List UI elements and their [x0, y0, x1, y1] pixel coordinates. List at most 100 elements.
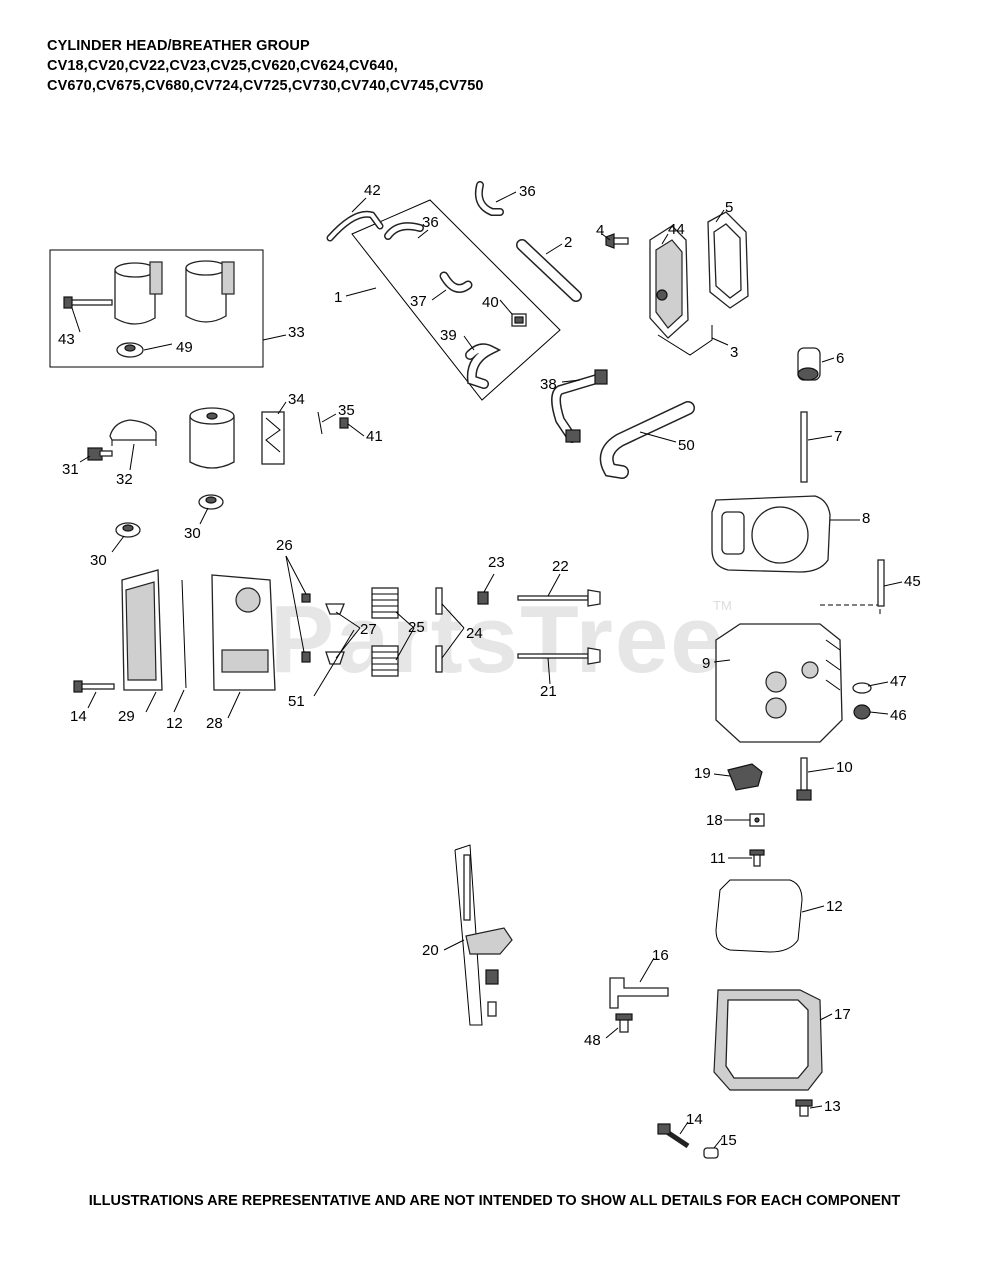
part-2-tube[interactable] [516, 239, 582, 302]
callout-24[interactable]: 24 [466, 625, 483, 642]
callout-14-right[interactable]: 14 [686, 1111, 703, 1128]
part-50-hose[interactable] [599, 401, 695, 479]
part-27-cap-upper[interactable] [325, 603, 345, 615]
callout-35[interactable]: 35 [338, 402, 355, 419]
callout-4[interactable]: 4 [596, 222, 604, 239]
part-14-bolt-right[interactable] [657, 1123, 690, 1149]
callout-49[interactable]: 49 [176, 339, 193, 356]
callout-26[interactable]: 26 [276, 537, 293, 554]
callout-51[interactable]: 51 [288, 693, 305, 710]
callout-10[interactable]: 10 [836, 759, 853, 776]
part-41-clip[interactable] [339, 417, 349, 429]
part-48-screw[interactable] [615, 1013, 633, 1033]
part-22-intake-valve[interactable] [517, 589, 601, 607]
callout-34[interactable]: 34 [288, 391, 305, 408]
callout-30-right[interactable]: 30 [184, 525, 201, 542]
callout-48[interactable]: 48 [584, 1032, 601, 1049]
part-43-screw[interactable] [63, 296, 113, 309]
part-44-breather-cover[interactable] [649, 225, 689, 339]
callout-45[interactable]: 45 [904, 573, 921, 590]
callout-47[interactable]: 47 [890, 673, 907, 690]
part-34-bracket[interactable] [261, 411, 285, 465]
callout-25[interactable]: 25 [408, 619, 425, 636]
callout-8[interactable]: 8 [862, 510, 870, 527]
part-27-cap-lower[interactable] [325, 651, 345, 665]
part-38-hose[interactable] [551, 369, 608, 443]
part-6-plug[interactable] [797, 347, 821, 381]
part-8-head-gasket[interactable] [711, 495, 831, 573]
callout-14-left[interactable]: 14 [70, 708, 87, 725]
part-10-bolt[interactable] [796, 757, 812, 801]
part-35-seal[interactable] [317, 411, 323, 435]
part-29-valve-cover[interactable] [121, 569, 163, 691]
part-9-cylinder-head[interactable] [715, 623, 843, 743]
callout-38[interactable]: 38 [540, 376, 557, 393]
callout-30-left[interactable]: 30 [90, 552, 107, 569]
callout-23[interactable]: 23 [488, 554, 505, 571]
callout-2[interactable]: 2 [564, 234, 572, 251]
callout-50[interactable]: 50 [678, 437, 695, 454]
part-25-spring-lower[interactable] [371, 645, 399, 677]
part-25-spring-upper[interactable] [371, 587, 399, 619]
part-5-breather-gasket[interactable] [707, 211, 749, 309]
callout-13[interactable]: 13 [824, 1098, 841, 1115]
part-30-breather-filter[interactable] [189, 407, 235, 469]
callout-36-lower[interactable]: 36 [422, 214, 439, 231]
part-47-washer[interactable] [852, 682, 872, 694]
callout-3[interactable]: 3 [730, 344, 738, 361]
part-24-seal-upper[interactable] [435, 587, 443, 615]
callout-5[interactable]: 5 [725, 199, 733, 216]
part-33-filter-housing-left[interactable] [114, 261, 163, 325]
callout-12-left[interactable]: 12 [166, 715, 183, 732]
callout-31[interactable]: 31 [62, 461, 79, 478]
callout-15[interactable]: 15 [720, 1132, 737, 1149]
callout-21[interactable]: 21 [540, 683, 557, 700]
callout-37[interactable]: 37 [410, 293, 427, 310]
part-19-rocker-arm[interactable] [727, 763, 763, 791]
part-33-filter-housing-right[interactable] [185, 260, 235, 323]
part-7-push-rod[interactable] [800, 411, 808, 483]
callout-19[interactable]: 19 [694, 765, 711, 782]
part-46-nut[interactable] [853, 704, 871, 720]
part-24-seal-lower[interactable] [435, 645, 443, 673]
callout-42[interactable]: 42 [364, 182, 381, 199]
callout-41[interactable]: 41 [366, 428, 383, 445]
part-15-dowel[interactable] [703, 1147, 719, 1159]
callout-11[interactable]: 11 [710, 850, 726, 867]
callout-28[interactable]: 28 [206, 715, 223, 732]
callout-32[interactable]: 32 [116, 471, 133, 488]
callout-40[interactable]: 40 [482, 294, 499, 311]
callout-16[interactable]: 16 [652, 947, 669, 964]
part-16-bracket[interactable] [609, 977, 669, 1009]
part-49-grommet[interactable] [116, 342, 144, 358]
callout-33[interactable]: 33 [288, 324, 305, 341]
part-40-clip[interactable] [511, 313, 527, 327]
callout-18[interactable]: 18 [706, 812, 723, 829]
part-32-strap[interactable] [109, 419, 157, 446]
callout-29[interactable]: 29 [118, 708, 135, 725]
part-12-gasket-left[interactable] [181, 579, 187, 689]
callout-7[interactable]: 7 [834, 428, 842, 445]
part-36-elbow-upper[interactable] [474, 181, 504, 216]
part-39-hose[interactable] [465, 343, 502, 389]
part-37-elbow[interactable] [439, 271, 473, 293]
part-36-elbow-lower[interactable] [384, 222, 424, 240]
part-4-screw[interactable] [605, 233, 629, 249]
callout-6[interactable]: 6 [836, 350, 844, 367]
part-13-screw[interactable] [795, 1099, 813, 1117]
part-17-valve-cover[interactable] [713, 989, 823, 1091]
part-12-valve-cover-gasket[interactable] [715, 879, 803, 953]
part-21-exhaust-valve[interactable] [517, 647, 601, 665]
part-30-grommet-upper[interactable] [198, 494, 224, 510]
callout-9[interactable]: 9 [702, 655, 710, 672]
part-42-breather-hose[interactable] [326, 210, 384, 242]
part-26-retainer-lower[interactable] [301, 651, 311, 663]
callout-44[interactable]: 44 [668, 221, 685, 238]
part-20-push-rod-assy[interactable] [463, 854, 513, 1017]
callout-22[interactable]: 22 [552, 558, 569, 575]
part-28-cylinder-head-cast[interactable] [211, 574, 276, 691]
callout-20[interactable]: 20 [422, 942, 439, 959]
part-31-screw[interactable] [87, 447, 113, 461]
callout-36-upper[interactable]: 36 [519, 183, 536, 200]
part-23-keeper[interactable] [477, 591, 489, 605]
